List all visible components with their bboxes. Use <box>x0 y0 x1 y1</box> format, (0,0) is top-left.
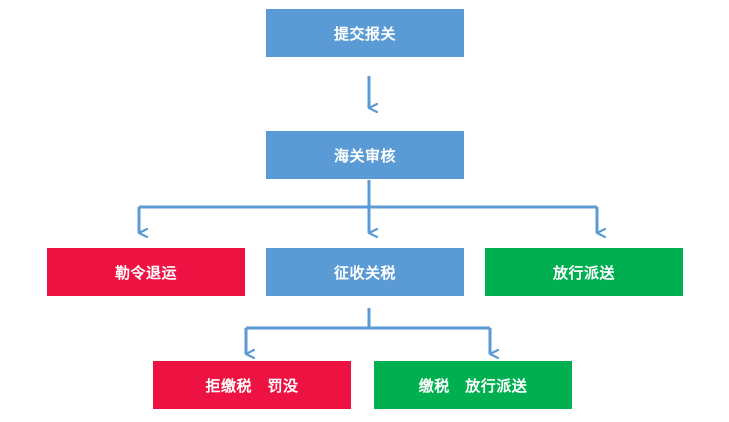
node-release-delivery: 放行派送 <box>485 248 683 296</box>
node-customs-review: 海关审核 <box>266 131 464 179</box>
node-review-label: 海关审核 <box>333 146 396 165</box>
node-pay-release-label: 缴税 放行派送 <box>418 376 528 395</box>
node-order-return: 勒令退运 <box>47 248 245 296</box>
node-collect-tax-label: 征收关税 <box>333 263 396 282</box>
node-refuse-tax-penalty: 拒缴税 罚没 <box>153 361 351 409</box>
node-order-return-label: 勒令退运 <box>114 263 177 282</box>
node-release-label: 放行派送 <box>552 263 615 282</box>
node-collect-tax: 征收关税 <box>266 248 464 296</box>
node-refuse-penalty-label: 拒缴税 罚没 <box>205 376 299 395</box>
node-submit-declaration: 提交报关 <box>266 9 464 57</box>
node-submit-label: 提交报关 <box>333 24 396 43</box>
node-pay-tax-release: 缴税 放行派送 <box>374 361 572 409</box>
